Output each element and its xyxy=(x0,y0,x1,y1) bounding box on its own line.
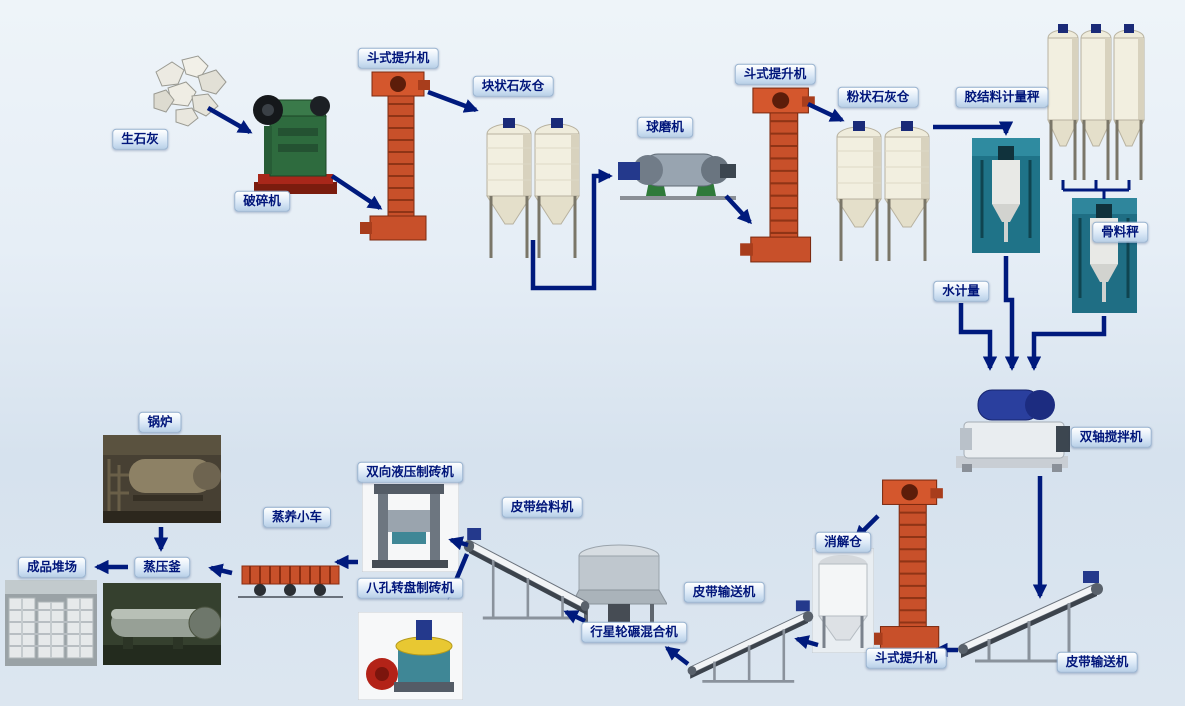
silo-pair-icon xyxy=(486,118,580,258)
belt-conveyor-mid-image xyxy=(685,595,815,685)
label-water-metering: 水计量 xyxy=(933,280,989,302)
boiler-icon xyxy=(103,435,221,523)
silo-triple-icon xyxy=(1047,24,1145,180)
label-crusher: 破碎机 xyxy=(234,190,290,212)
label-quicklime: 生石灰 xyxy=(112,128,168,150)
label-boiler: 锅炉 xyxy=(138,411,182,433)
bucket-elevator-1-image xyxy=(358,70,433,242)
limestone-rocks-icon xyxy=(153,55,227,127)
label-belt-feeder: 皮带给料机 xyxy=(501,496,583,518)
bucket-elevator-icon xyxy=(740,87,815,263)
label-binder-weighing-scale: 胶结料计量秤 xyxy=(955,86,1049,108)
planetary-mixer-icon xyxy=(572,544,667,626)
belt-conveyor-icon xyxy=(687,600,814,683)
label-product-yard: 成品堆场 xyxy=(17,556,87,578)
weighing-scale-icon xyxy=(972,138,1040,253)
bucket-elevator-icon xyxy=(870,479,943,652)
label-hydraulic-brick-press: 双向液压制砖机 xyxy=(357,461,463,483)
belt-conveyor-icon xyxy=(958,571,1103,663)
label-belt-conveyor-mid: 皮带输送机 xyxy=(683,581,765,603)
arrow-water-to-mixer xyxy=(958,303,998,371)
label-powder-lime-silo: 粉状石灰仓 xyxy=(837,86,919,108)
ball-mill-image xyxy=(618,138,738,214)
arrow-binder-scale-to-mixer xyxy=(1003,256,1020,371)
label-rotary-brick-press: 八孔转盘制砖机 xyxy=(357,577,463,599)
label-steam-curing-trolley: 蒸养小车 xyxy=(262,506,332,528)
aggregate-silos-image xyxy=(1046,20,1146,188)
ball-mill-icon xyxy=(618,153,736,200)
belt-feeder-icon xyxy=(463,528,590,620)
label-aggregate-scale: 骨料秤 xyxy=(1092,221,1148,243)
arrow-powder-silo-to-binder-scale xyxy=(933,121,1014,136)
rotary-press-icon xyxy=(358,612,463,700)
mixer-icon xyxy=(956,389,1070,472)
label-bucket-elevator-1: 斗式提升机 xyxy=(357,47,439,69)
belt-feeder-image xyxy=(462,522,592,622)
label-twin-shaft-mixer: 双轴搅拌机 xyxy=(1070,426,1152,448)
lump-lime-silo-image xyxy=(483,112,583,267)
binder-weighing-scale-image xyxy=(972,138,1040,253)
arrow-elevator1-to-lump-silo xyxy=(427,89,479,113)
boiler-image xyxy=(103,435,221,523)
label-ball-mill: 球磨机 xyxy=(637,116,693,138)
label-lump-lime-silo: 块状石灰仓 xyxy=(472,75,554,97)
hydraulic-brick-press-image xyxy=(362,480,459,572)
label-digestion-silo: 消解仓 xyxy=(815,531,871,553)
jaw-crusher-icon xyxy=(253,95,337,194)
label-bucket-elevator-2: 斗式提升机 xyxy=(734,63,816,85)
label-autoclave: 蒸压釜 xyxy=(134,556,190,578)
bucket-elevator-icon xyxy=(360,71,430,241)
brick-press-icon xyxy=(362,480,459,572)
twin-shaft-mixer-image xyxy=(952,378,1077,473)
trolley-icon xyxy=(238,565,343,598)
brick-stacks-icon xyxy=(5,580,97,666)
bucket-elevator-2-image xyxy=(738,86,818,264)
arrow-aggregate-scale-to-mixer xyxy=(1026,316,1107,371)
powder-lime-silo-image xyxy=(833,115,933,270)
quicklime-image xyxy=(138,52,238,130)
crusher-image xyxy=(248,86,343,198)
belt-conveyor-right-image xyxy=(955,565,1105,665)
silo-pair-icon xyxy=(836,121,930,261)
silo-icon xyxy=(812,548,874,653)
autoclave-image xyxy=(103,583,221,665)
weighing-scale-icon xyxy=(1072,198,1137,313)
bucket-elevator-3-image xyxy=(868,478,946,653)
label-belt-conveyor-right: 皮带输送机 xyxy=(1056,651,1138,673)
label-bucket-elevator-3: 斗式提升机 xyxy=(865,647,947,669)
arrow-trolley-to-autoclave xyxy=(208,563,233,578)
steam-curing-trolley-image xyxy=(238,552,343,602)
aggregate-scale-image xyxy=(1072,198,1137,313)
rotary-brick-press-image xyxy=(358,612,463,700)
product-yard-image xyxy=(5,580,97,666)
digestion-silo-image xyxy=(812,548,874,653)
autoclave-icon xyxy=(103,583,221,665)
label-planetary-wheel-mixer: 行星轮碾混合机 xyxy=(581,621,687,643)
planetary-wheel-mixer-image xyxy=(572,540,667,632)
